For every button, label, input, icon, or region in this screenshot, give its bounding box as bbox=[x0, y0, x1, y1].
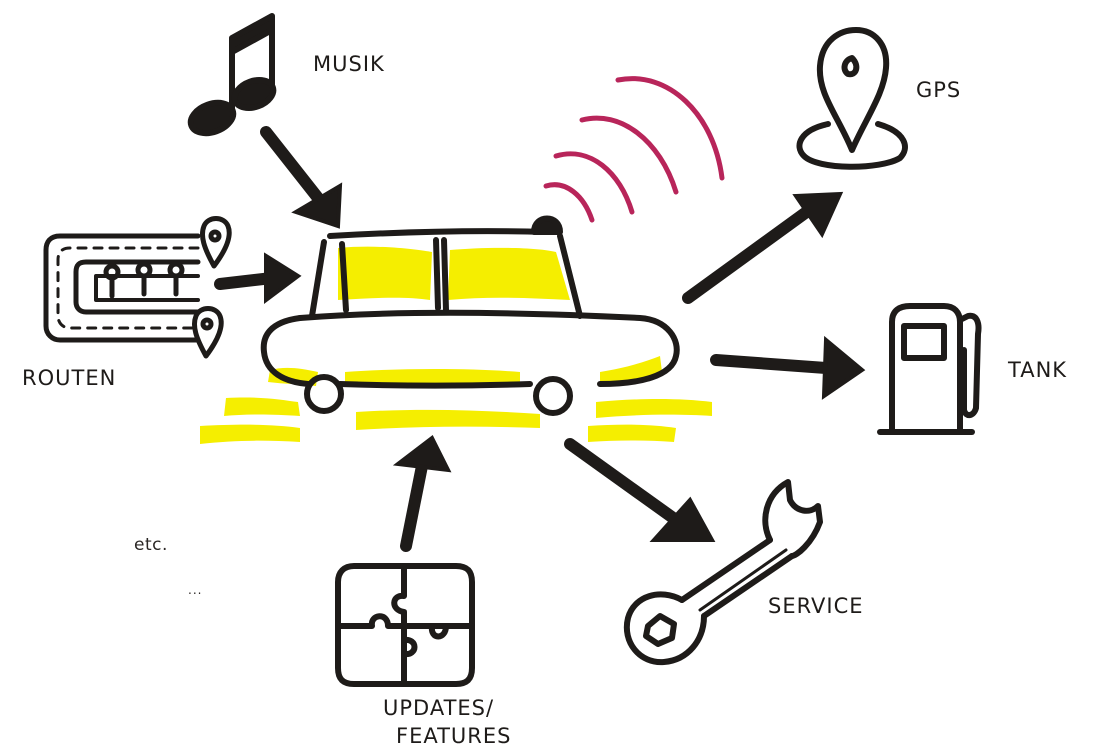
label-etc: etc. bbox=[134, 535, 168, 555]
fuel-pump-icon bbox=[877, 303, 982, 435]
wrench-icon bbox=[623, 479, 823, 666]
label-routen: ROUTEN bbox=[22, 366, 117, 390]
car-icon bbox=[260, 215, 680, 416]
label-tank: TANK bbox=[1008, 358, 1068, 382]
route-map-icon bbox=[43, 216, 232, 359]
arrow-updates-to-car bbox=[392, 434, 452, 552]
label-ellipsis: ... bbox=[188, 583, 203, 597]
car-highlights bbox=[200, 246, 712, 444]
arrow-routes-to-car bbox=[214, 252, 302, 304]
label-service: SERVICE bbox=[768, 594, 864, 618]
arrow-car-to-gps bbox=[682, 191, 844, 304]
label-updates: UPDATES/ bbox=[383, 696, 495, 720]
arrow-car-to-service bbox=[564, 438, 716, 542]
label-musik: MUSIK bbox=[313, 52, 385, 76]
arrow-music-to-car bbox=[260, 126, 343, 229]
arrow-car-to-tank bbox=[710, 335, 866, 400]
music-note-icon bbox=[187, 13, 277, 137]
arrows bbox=[214, 126, 866, 552]
label-features: FEATURES bbox=[396, 724, 512, 748]
signal-waves-icon bbox=[543, 76, 725, 223]
label-gps: GPS bbox=[916, 78, 962, 102]
puzzle-icon bbox=[335, 563, 475, 687]
map-pin-icon bbox=[796, 27, 908, 170]
